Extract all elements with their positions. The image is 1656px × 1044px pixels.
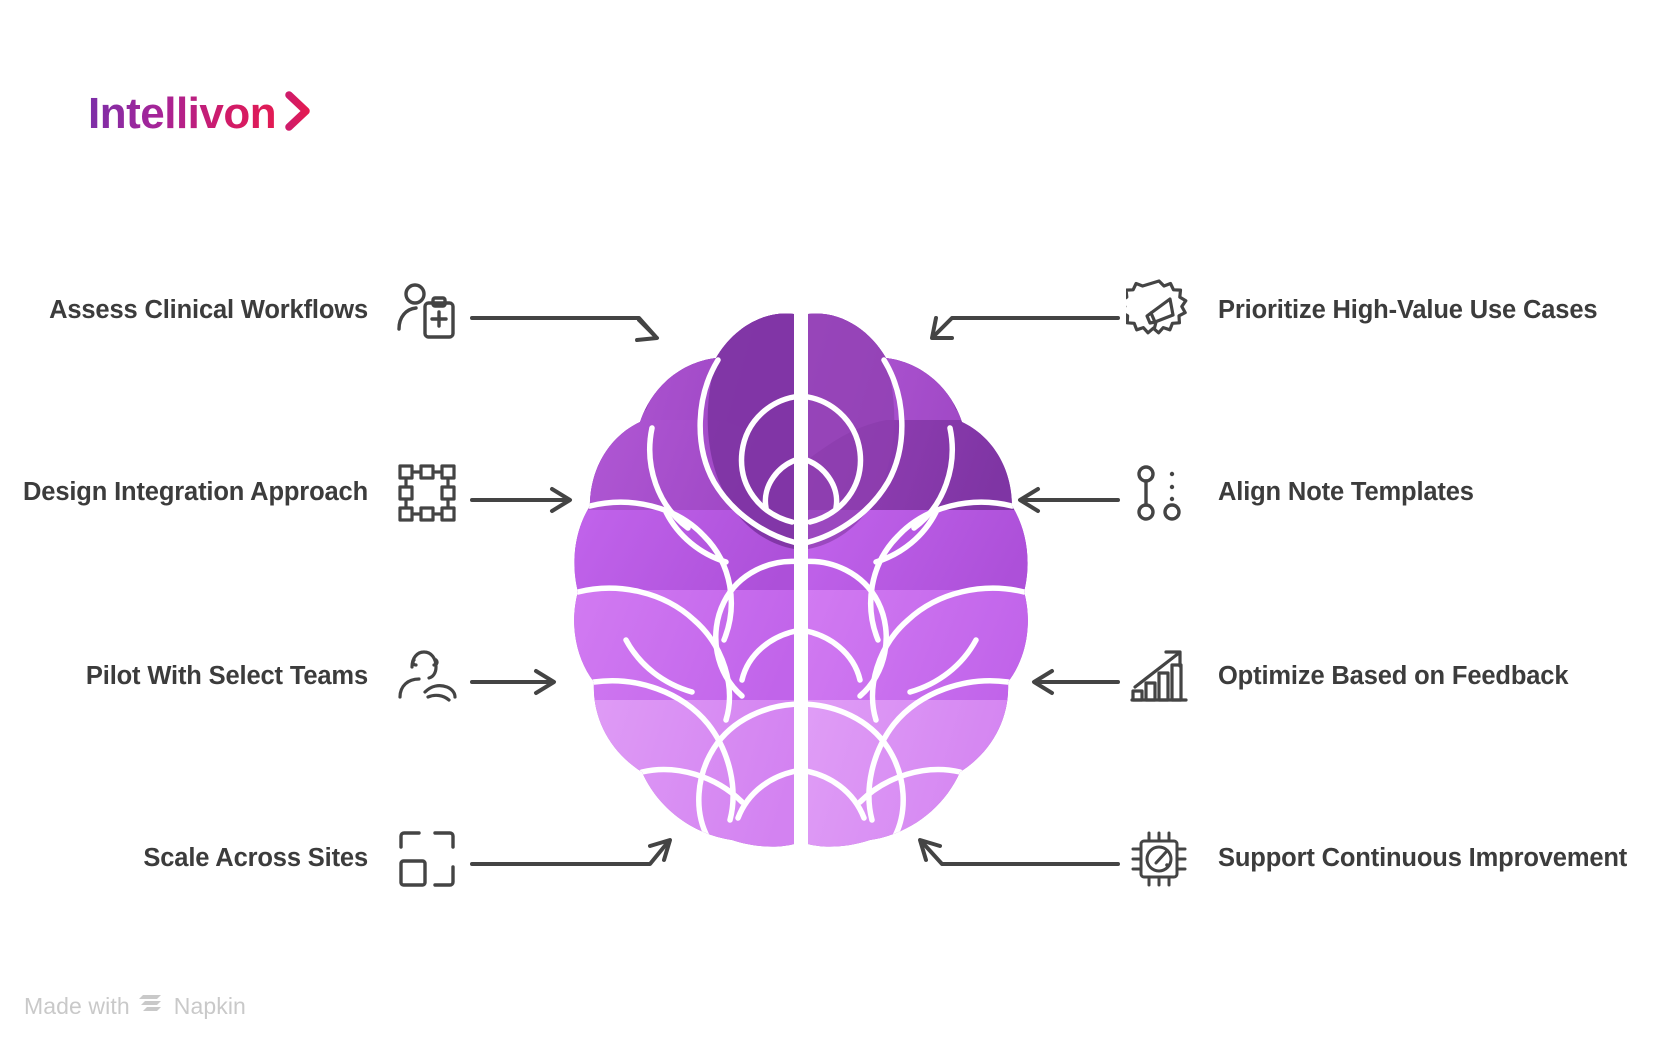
diagram-node-prioritize-high-value-use-cases[interactable]: Prioritize High-Value Use Cases bbox=[1126, 278, 1598, 344]
growth-chart-icon bbox=[1126, 644, 1192, 710]
patient-clipboard-icon bbox=[394, 278, 460, 344]
scale-frame-icon bbox=[394, 826, 460, 892]
chevron-right-icon bbox=[282, 88, 316, 139]
made-with-napkin-footer[interactable]: Made with Napkin bbox=[24, 990, 246, 1022]
node-dots-icon bbox=[1126, 460, 1192, 526]
footer-product-name: Napkin bbox=[173, 992, 246, 1019]
diagram-node-assess-clinical-workflows[interactable]: Assess Clinical Workflows bbox=[49, 278, 460, 344]
diagram-node-pilot-with-select-teams[interactable]: Pilot With Select Teams bbox=[86, 644, 460, 710]
diagram-node-align-note-templates[interactable]: Align Note Templates bbox=[1126, 460, 1474, 526]
napkin-chevrons-icon bbox=[138, 990, 165, 1022]
diagram-node-scale-across-sites[interactable]: Scale Across Sites bbox=[143, 826, 460, 892]
chip-gauge-icon bbox=[1126, 826, 1192, 892]
person-care-icon bbox=[394, 644, 460, 710]
brand-wordmark: Intellivon bbox=[88, 88, 277, 138]
badge-megaphone-icon bbox=[1126, 278, 1192, 344]
node-label: Assess Clinical Workflows bbox=[49, 296, 368, 325]
node-label: Align Note Templates bbox=[1218, 478, 1474, 507]
diagram-node-optimize-based-on-feedback[interactable]: Optimize Based on Feedback bbox=[1126, 644, 1569, 710]
brand-logo[interactable]: Intellivon bbox=[88, 88, 316, 139]
footer-made-with-text: Made with bbox=[24, 992, 130, 1019]
diagram-node-support-continuous-improvement[interactable]: Support Continuous Improvement bbox=[1126, 826, 1627, 892]
node-label: Support Continuous Improvement bbox=[1218, 844, 1628, 873]
node-label: Design Integration Approach bbox=[23, 478, 368, 507]
selection-frame-icon bbox=[394, 460, 460, 526]
node-label: Prioritize High-Value Use Cases bbox=[1218, 296, 1598, 325]
node-label: Pilot With Select Teams bbox=[85, 662, 368, 691]
node-label: Optimize Based on Feedback bbox=[1218, 662, 1569, 691]
node-label: Scale Across Sites bbox=[143, 844, 368, 873]
diagram-node-design-integration-approach[interactable]: Design Integration Approach bbox=[23, 460, 460, 526]
brain-illustration bbox=[566, 300, 1036, 860]
